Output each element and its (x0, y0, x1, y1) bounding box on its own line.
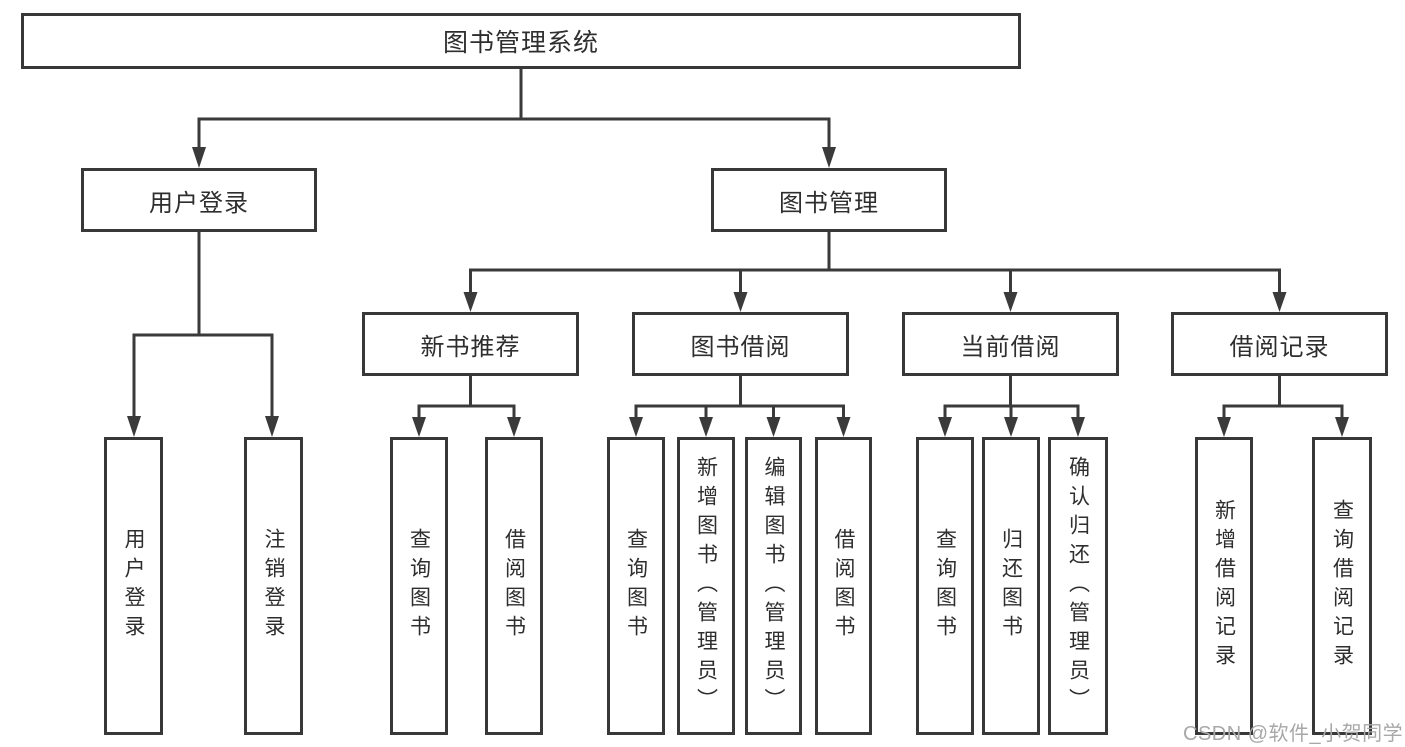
leaf-label: 查询图书 (933, 528, 957, 644)
leaf-label: 确认归还（管理员） (1066, 455, 1090, 717)
leaf-nb-query-books: 查询图书 (390, 437, 448, 735)
node-borrow-records: 借阅记录 (1171, 312, 1388, 376)
leaf-bb-query-books: 查询图书 (607, 437, 665, 735)
node-book-management: 图书管理 (711, 168, 947, 232)
leaf-cb-query-books: 查询图书 (916, 437, 974, 735)
node-book-borrow: 图书借阅 (632, 312, 849, 376)
leaf-cb-return-books: 归还图书 (982, 437, 1040, 735)
leaf-label: 新增借阅记录 (1212, 499, 1236, 673)
leaf-label: 查询借阅记录 (1330, 499, 1354, 673)
node-user-login: 用户登录 (81, 168, 317, 232)
leaf-label: 编辑图书（管理员） (762, 455, 785, 717)
leaf-label: 用户登录 (122, 528, 145, 644)
leaf-cb-confirm-return-admin: 确认归还（管理员） (1048, 437, 1108, 735)
node-label: 图书管理 (779, 189, 879, 217)
leaf-user-login: 用户登录 (104, 437, 163, 735)
node-library-management-system: 图书管理系统 (21, 13, 1021, 69)
leaf-logout-login: 注销登录 (244, 437, 303, 735)
node-new-book-recommend: 新书推荐 (362, 312, 579, 376)
leaf-bb-edit-books-admin: 编辑图书（管理员） (745, 437, 802, 735)
node-label: 借阅记录 (1229, 333, 1330, 361)
leaf-bb-add-books-admin: 新增图书（管理员） (677, 437, 735, 735)
leaf-br-add-record: 新增借阅记录 (1195, 437, 1253, 735)
node-current-borrow: 当前借阅 (902, 312, 1119, 376)
leaf-label: 归还图书 (999, 528, 1023, 644)
leaf-bb-borrow-books: 借阅图书 (815, 437, 872, 735)
node-label: 当前借阅 (960, 333, 1061, 361)
leaf-label: 借阅图书 (502, 528, 526, 644)
leaf-label: 查询图书 (624, 528, 648, 644)
leaf-label: 注销登录 (262, 528, 285, 644)
leaf-br-query-record: 查询借阅记录 (1312, 437, 1372, 735)
leaf-label: 查询图书 (407, 528, 431, 644)
csdn-watermark: CSDN @软件_小贺同学 (1183, 723, 1404, 745)
node-label: 用户登录 (149, 189, 249, 217)
node-label: 新书推荐 (420, 333, 521, 361)
leaf-label: 新增图书（管理员） (694, 455, 718, 717)
leaf-label: 借阅图书 (832, 528, 855, 644)
node-label: 图书借阅 (690, 333, 791, 361)
leaf-nb-borrow-books: 借阅图书 (485, 437, 543, 735)
node-label: 图书管理系统 (442, 29, 599, 57)
